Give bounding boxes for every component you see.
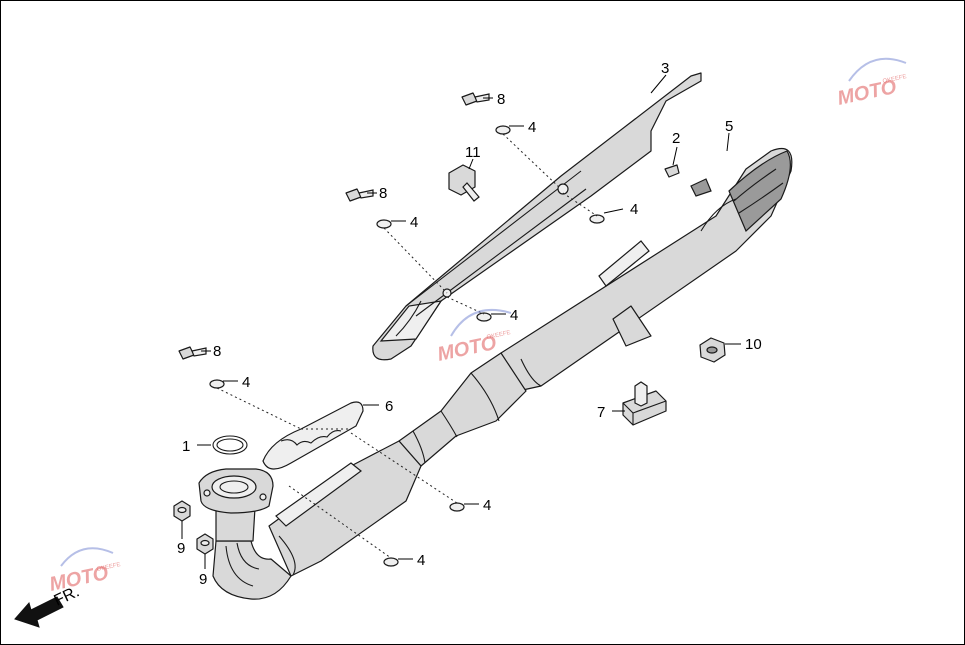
washer-parts: [209, 125, 605, 567]
clip-part: [664, 164, 680, 178]
watermark-bottom-left: MOTO OKEEFE: [47, 547, 121, 596]
bolt-part-middle: [345, 188, 374, 202]
svg-text:OKEEFE: OKEEFE: [486, 330, 511, 341]
callout-4-d: 4: [510, 307, 518, 324]
callout-3: 3: [661, 60, 669, 77]
flange-bolt-part: [448, 164, 480, 202]
svg-text:OKEEFE: OKEEFE: [882, 74, 907, 85]
callout-1: 1: [182, 438, 190, 455]
callout-7: 7: [597, 404, 605, 421]
callout-4-a: 4: [528, 119, 536, 136]
callout-8-c: 8: [213, 343, 221, 360]
callout-11: 11: [465, 144, 481, 161]
callout-8-a: 8: [497, 91, 505, 108]
heat-shield-part: [372, 72, 702, 361]
assembly-guides: [216, 133, 598, 559]
callout-8-b: 8: [379, 185, 387, 202]
cap-nut-part: [699, 337, 726, 363]
callout-4-f: 4: [483, 497, 491, 514]
nut-part-lower: [196, 533, 214, 555]
arrow-left-icon: [14, 596, 64, 628]
callout-9-a: 9: [177, 540, 185, 557]
callout-4-e: 4: [242, 374, 250, 391]
callout-4-b: 4: [410, 214, 418, 231]
pipe-shield-part: [262, 401, 364, 470]
front-exhaust-pipe-part: [198, 440, 422, 600]
leader-lines: [181, 74, 741, 569]
rubber-mount-part: [622, 381, 667, 426]
callout-10: 10: [745, 336, 762, 353]
gasket-part: [212, 435, 248, 455]
muffler-part: [500, 147, 793, 394]
svg-text:OKEEFE: OKEEFE: [96, 562, 121, 573]
bolt-part-lower: [178, 346, 207, 360]
callout-4-c: 4: [630, 201, 638, 218]
nut-part-upper: [173, 500, 191, 522]
callout-5: 5: [725, 118, 733, 135]
callout-6: 6: [385, 398, 393, 415]
callout-numbers: 1 2 3 4 4 4 4 4 4 4 5 6 7 8 8 8 9 9 10 1…: [177, 60, 762, 588]
callout-2: 2: [672, 130, 680, 147]
mid-pipe-part: [398, 352, 527, 467]
bolt-part-upper: [461, 92, 490, 106]
callout-4-g: 4: [417, 552, 425, 569]
watermark-top-right: MOTO OKEEFE: [835, 57, 907, 110]
callout-9-b: 9: [199, 571, 207, 588]
